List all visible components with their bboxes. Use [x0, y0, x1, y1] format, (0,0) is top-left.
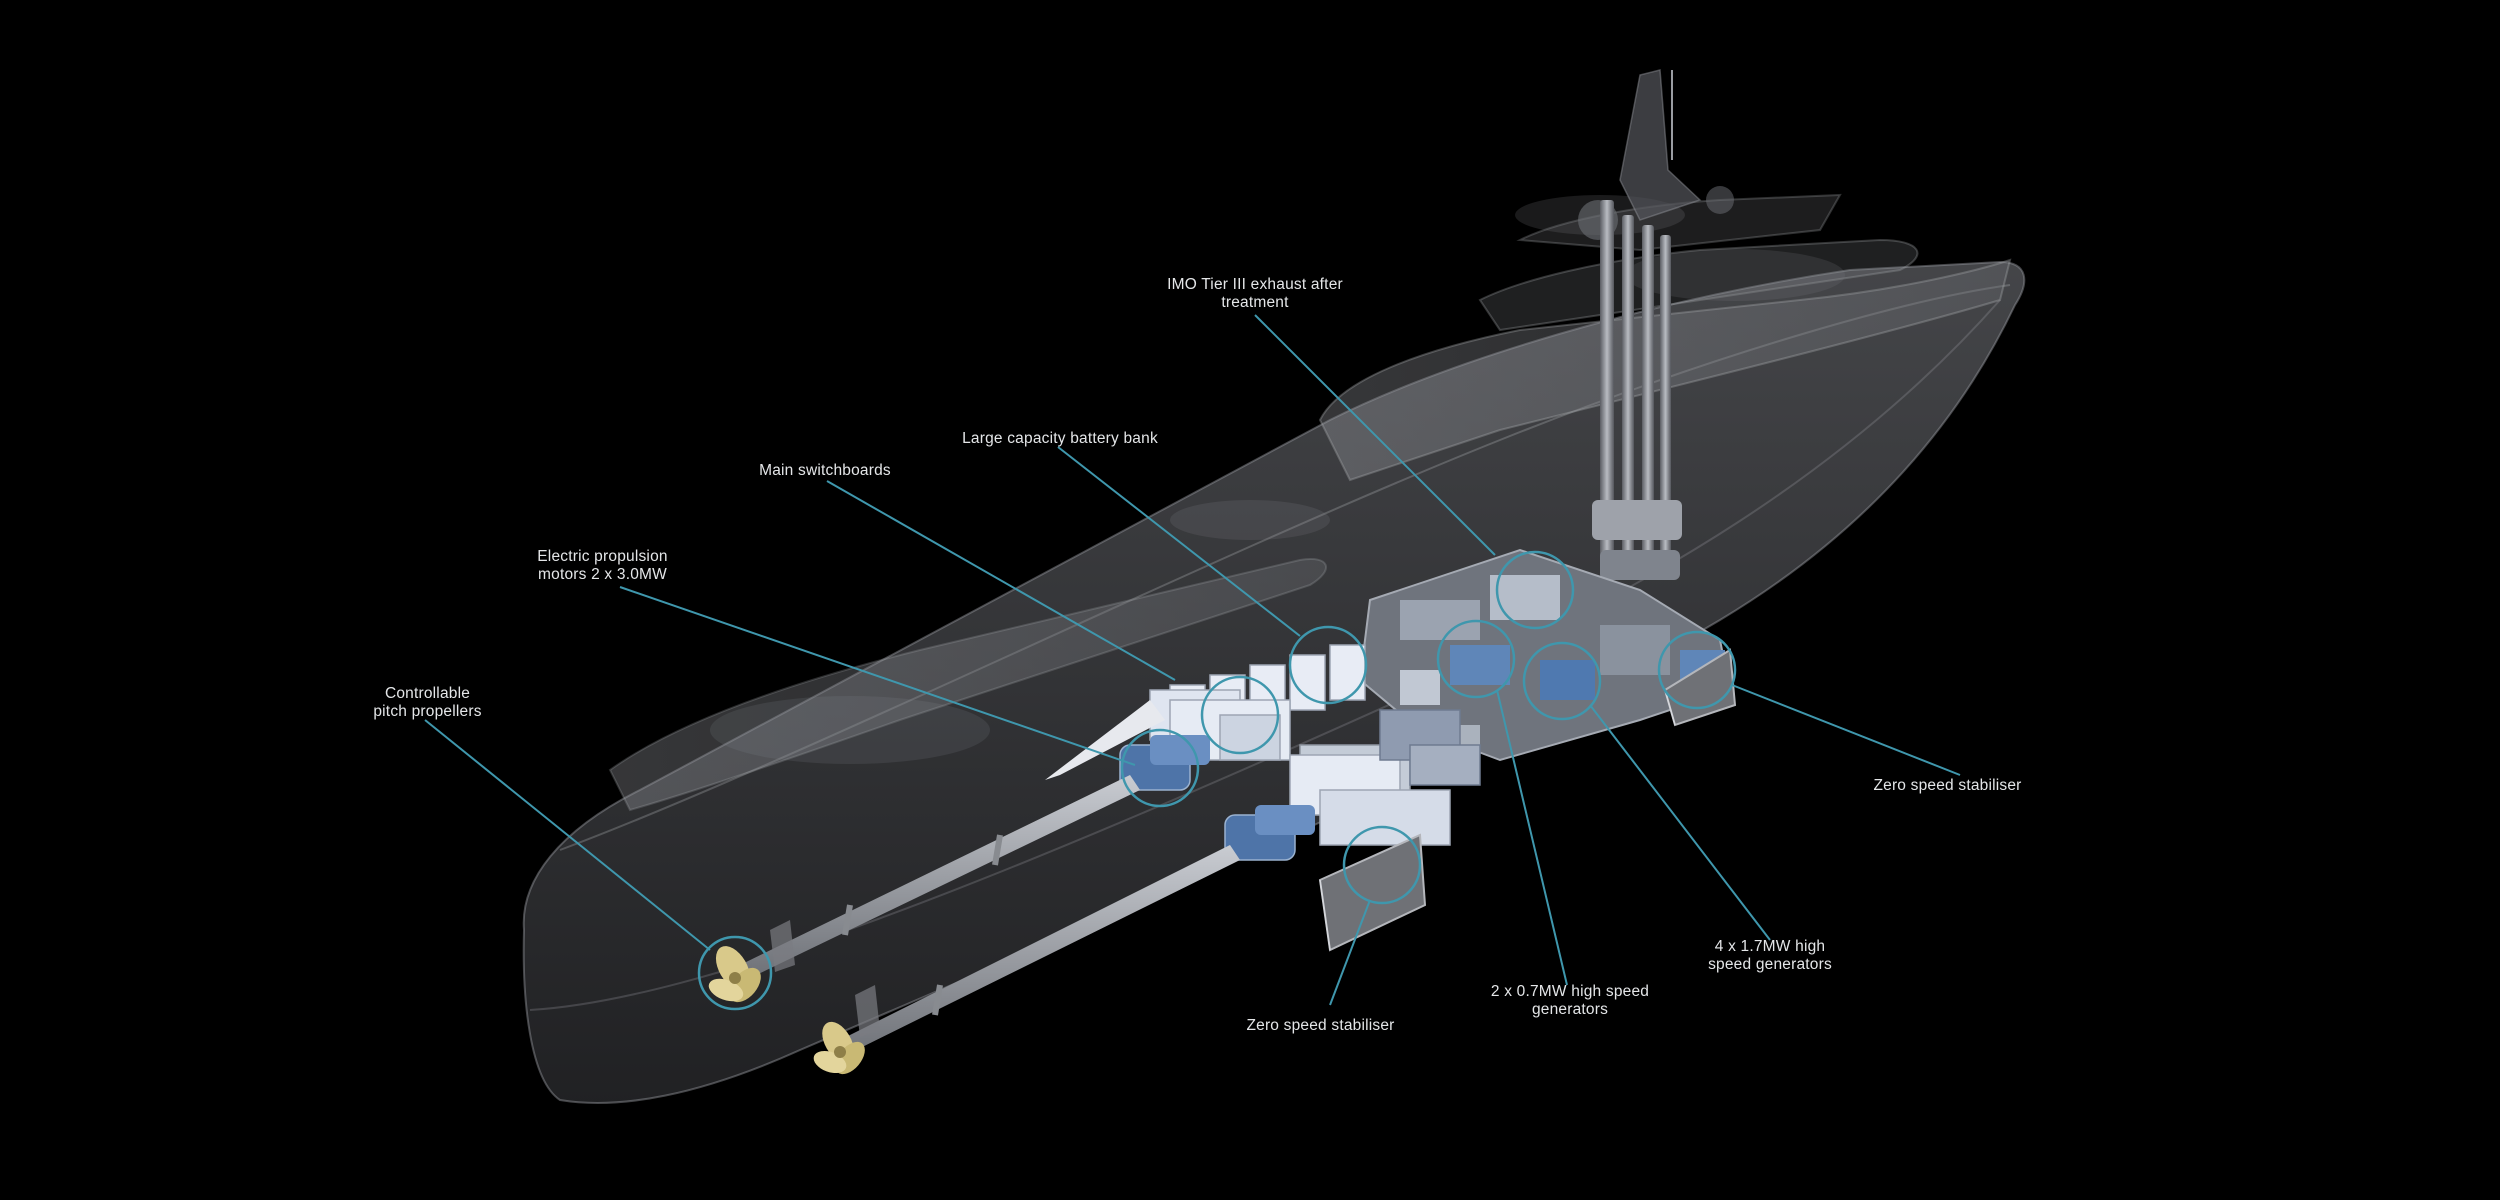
propulsion-motors: [1045, 700, 1315, 861]
label-stabiliser-bottom-line1: Zero speed stabiliser: [1246, 1017, 1395, 1034]
callout-line-propellers: [424, 719, 711, 951]
label-generators-small-line2: generators: [1531, 1001, 1609, 1018]
label-electric-motors-line1: Electric propulsion: [537, 548, 668, 565]
callout-circle-electric-motors: [1120, 728, 1200, 808]
callout-circle-stabiliser-right: [1657, 630, 1737, 710]
label-main-switchboards: Main switchboards: [735, 462, 915, 480]
label-propellers-line2: pitch propellers: [373, 703, 482, 720]
label-imo-exhaust: IMO Tier III exhaust after treatment: [1155, 276, 1355, 312]
propeller-lower: [813, 1021, 865, 1075]
label-propellers: Controllable pitch propellers: [350, 685, 505, 721]
label-imo-exhaust-line2: treatment: [1221, 294, 1289, 311]
callout-line-main-switchboards: [826, 480, 1176, 681]
label-battery-bank: Large capacity battery bank: [945, 430, 1175, 448]
callout-circle-battery-bank: [1288, 625, 1368, 705]
callout-circle-imo-exhaust: [1495, 550, 1575, 630]
callout-lines: [424, 314, 1961, 1006]
callout-circles: [697, 550, 1737, 1011]
callout-circle-generators-large: [1522, 641, 1602, 721]
propeller-shafts: [740, 775, 1240, 1058]
label-main-switchboards-line1: Main switchboards: [759, 462, 891, 479]
callout-line-stabiliser-right: [1731, 684, 1961, 776]
label-generators-small-line1: 2 x 0.7MW high speed: [1490, 983, 1650, 1000]
rudders: [770, 920, 880, 1037]
propeller-upper: [708, 946, 761, 1003]
callout-circle-generators-small: [1436, 619, 1516, 699]
callout-circle-stabiliser-bottom: [1342, 825, 1422, 905]
callout-line-generators-large: [1589, 704, 1771, 941]
label-generators-large: 4 x 1.7MW high speed generators: [1685, 938, 1855, 974]
callout-circle-main-switchboards: [1200, 675, 1280, 755]
label-electric-motors: Electric propulsion motors 2 x 3.0MW: [515, 548, 690, 584]
label-stabiliser-right: Zero speed stabiliser: [1855, 777, 2040, 795]
label-electric-motors-line2: motors 2 x 3.0MW: [538, 566, 667, 583]
callout-line-stabiliser-bottom: [1329, 899, 1371, 1006]
callout-line-electric-motors: [619, 586, 1136, 766]
exhaust-stacks: [1592, 200, 1682, 580]
label-imo-exhaust-line1: IMO Tier III exhaust after: [1167, 276, 1343, 293]
label-generators-large-line1: 4 x 1.7MW high: [1714, 938, 1826, 955]
callout-circle-propellers: [697, 935, 773, 1011]
callout-line-imo-exhaust: [1254, 314, 1496, 556]
label-generators-large-line2: speed generators: [1708, 956, 1832, 973]
label-generators-small: 2 x 0.7MW high speed generators: [1470, 983, 1670, 1019]
label-stabiliser-bottom: Zero speed stabiliser: [1228, 1017, 1413, 1035]
label-battery-bank-line1: Large capacity battery bank: [962, 430, 1158, 447]
label-propellers-line1: Controllable: [384, 685, 471, 702]
callout-line-battery-bank: [1057, 446, 1301, 637]
callout-line-generators-small: [1496, 689, 1568, 986]
stabiliser-fin-port: [1318, 833, 1427, 952]
label-stabiliser-right-line1: Zero speed stabiliser: [1873, 777, 2022, 794]
